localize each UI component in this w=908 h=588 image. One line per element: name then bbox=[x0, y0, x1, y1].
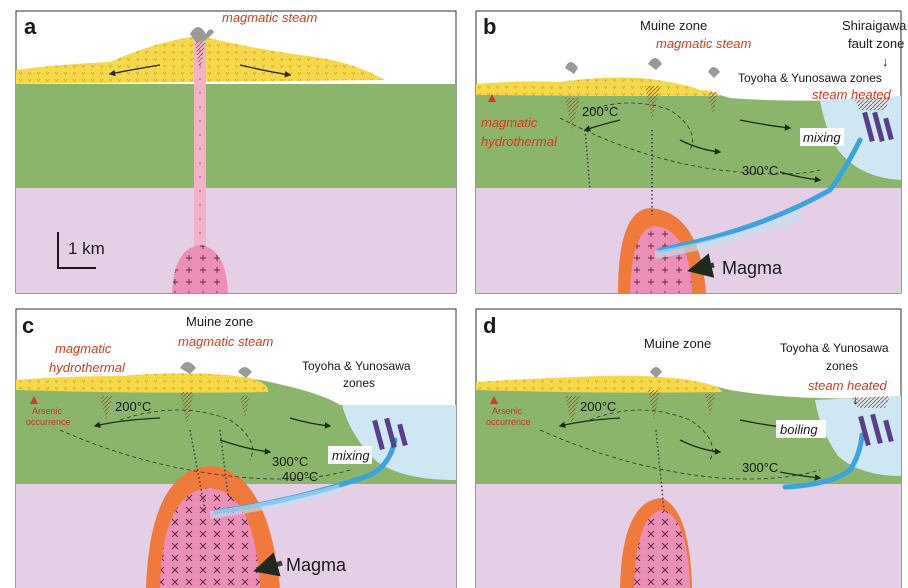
temp-300-label: 300°C bbox=[742, 460, 778, 475]
fault-zone-label: fault zone bbox=[848, 36, 904, 51]
toyoha-label: Toyoha & Yunosawa zones bbox=[738, 71, 882, 85]
down-arrow-icon: ↓ bbox=[852, 392, 859, 407]
panel-label-a: a bbox=[24, 14, 37, 39]
temp-200-label: 200°C bbox=[580, 399, 616, 414]
shiraigawa-label: Shiraigawa bbox=[842, 18, 907, 33]
toyoha-label: Toyoha & Yunosawa bbox=[780, 341, 889, 355]
temp-200-label: 200°C bbox=[582, 104, 618, 119]
scale-label: 1 km bbox=[68, 239, 105, 258]
panel-label-d: d bbox=[483, 313, 496, 338]
muine-zone-label: Muine zone bbox=[644, 336, 711, 351]
toyoha-label: Toyoha & Yunosawa bbox=[302, 359, 411, 373]
panel-c: c Muine zone magmatic steam magmatic hyd… bbox=[16, 309, 456, 588]
occurrence-label: occurrence bbox=[26, 417, 71, 427]
magmatic-steam-label: magmatic steam bbox=[222, 10, 318, 25]
zones-label: zones bbox=[826, 359, 858, 373]
steam-heated-label: steam heated bbox=[808, 378, 888, 393]
arsenic-label: Arsenic bbox=[32, 406, 63, 416]
temp-200-label: 200°C bbox=[115, 399, 151, 414]
occurrence-label: occurrence bbox=[486, 417, 531, 427]
muine-zone-label: Muine zone bbox=[186, 314, 253, 329]
panel-d: d Muine zone Toyoha & Yunosawa zones ste… bbox=[476, 309, 901, 588]
down-arrow-icon: ↓ bbox=[882, 54, 889, 69]
temp-300-label: 300°C bbox=[742, 163, 778, 178]
panel-a: a magmatic steam 1 km bbox=[16, 10, 456, 293]
panel-label-b: b bbox=[483, 14, 496, 39]
mixing-label: mixing bbox=[332, 448, 370, 463]
steam-heated-label: steam heated bbox=[812, 87, 892, 102]
sediment-layer bbox=[16, 84, 456, 188]
zones-label: zones bbox=[343, 376, 375, 390]
magmatic-label: magmatic bbox=[55, 341, 112, 356]
hydrothermal-label: hydrothermal bbox=[481, 134, 558, 149]
temp-300-label: 300°C bbox=[272, 454, 308, 469]
temp-400-label: 400°C bbox=[282, 469, 318, 484]
muine-zone-label: Muine zone bbox=[640, 18, 707, 33]
hydrothermal-label: hydrothermal bbox=[49, 360, 126, 375]
arsenic-label: Arsenic bbox=[492, 406, 523, 416]
magma-label: Magma bbox=[722, 258, 783, 278]
panel-label-c: c bbox=[22, 313, 34, 338]
mixing-label: mixing bbox=[803, 130, 841, 145]
magmatic-steam-label: magmatic steam bbox=[656, 36, 752, 51]
magma-label: Magma bbox=[286, 555, 347, 575]
magmatic-steam-label: magmatic steam bbox=[178, 334, 274, 349]
panel-b: b Muine zone magmatic steam Shiraigawa f… bbox=[476, 11, 907, 293]
boiling-label: boiling bbox=[780, 422, 818, 437]
magmatic-label: magmatic bbox=[481, 115, 538, 130]
